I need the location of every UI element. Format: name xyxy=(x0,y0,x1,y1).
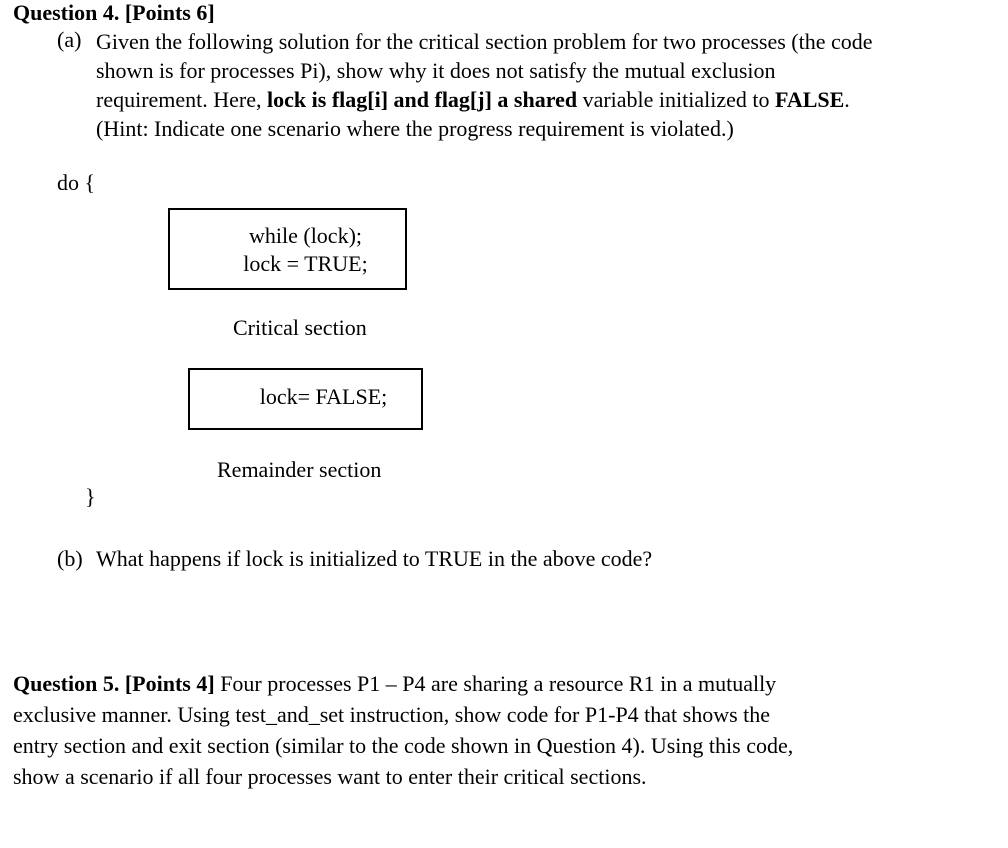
part-a-text: Given the following solution for the cri… xyxy=(96,27,873,143)
exit-section-box: lock= FALSE; xyxy=(188,368,423,430)
part-a-line4: (Hint: Indicate one scenario where the p… xyxy=(96,116,734,141)
part-b-marker: (b) xyxy=(57,546,83,571)
question5-line1: Question 5. [Points 4] Four processes P1… xyxy=(13,668,793,699)
part-a-line3: requirement. Here, lock is flag[i] and f… xyxy=(96,85,873,114)
part-a-marker: (a) xyxy=(57,27,82,52)
question5-line3: entry section and exit section (similar … xyxy=(13,733,794,758)
entry-section-box: while (lock); lock = TRUE; xyxy=(168,208,407,290)
part-a-line3-seg1: requirement. Here, xyxy=(96,87,268,112)
entry-box-line2: lock = TRUE; xyxy=(243,251,368,276)
do-open-brace: do { xyxy=(57,170,96,195)
question5-heading: Question 5. [Points 4] xyxy=(13,671,215,696)
question5-paragraph: Question 5. [Points 4] Four processes P1… xyxy=(13,668,793,792)
part-a-line3-seg4-bold: FALSE xyxy=(775,87,845,112)
question5-line4: show a scenario if all four processes wa… xyxy=(13,764,647,789)
do-close-brace: } xyxy=(85,484,96,509)
remainder-section-label: Remainder section xyxy=(217,457,382,482)
part-a-line3-seg3: variable initialized to xyxy=(577,87,776,112)
question4-heading: Question 4. [Points 6] xyxy=(13,0,215,25)
entry-box-line1: while (lock); xyxy=(248,223,363,248)
part-a-line1: Given the following solution for the cri… xyxy=(96,29,873,54)
part-a-line2: shown is for processes Pi), show why it … xyxy=(96,58,776,83)
part-a-line3-seg5: . xyxy=(844,87,850,112)
part-a-line3-seg2-bold: lock is flag[i] and flag[j] a shared xyxy=(267,87,578,112)
critical-section-label: Critical section xyxy=(233,315,367,340)
exit-box-line1: lock= FALSE; xyxy=(259,384,388,409)
part-b-text: What happens if lock is initialized to T… xyxy=(96,546,653,571)
question5-line1-rest: Four processes P1 – P4 are sharing a res… xyxy=(214,671,777,696)
question5-line2: exclusive manner. Using test_and_set ins… xyxy=(13,702,771,727)
